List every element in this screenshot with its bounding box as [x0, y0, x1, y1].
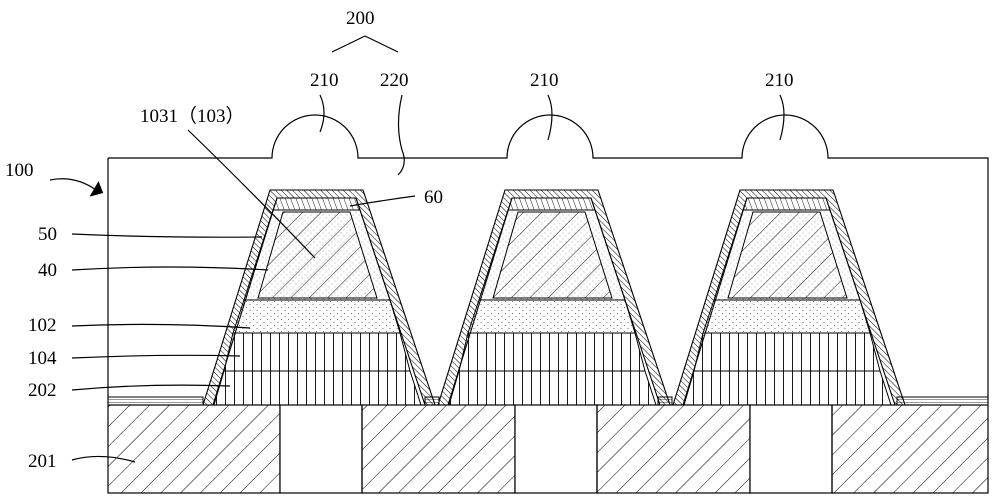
structure-1 — [202, 189, 436, 406]
structure-3 — [672, 189, 906, 406]
layer-202 — [448, 370, 657, 406]
structure-2 — [437, 189, 671, 406]
led-structures — [202, 189, 906, 406]
arrow-head-100 — [89, 181, 104, 197]
top-layer-60 — [272, 197, 361, 211]
label-210-b: 210 — [530, 70, 559, 91]
layer-102 — [467, 299, 636, 334]
region-1031 — [727, 211, 848, 299]
label-104: 104 — [28, 348, 57, 369]
label-210-a: 210 — [310, 70, 339, 91]
label-50: 50 — [38, 224, 57, 245]
label-210-c: 210 — [765, 70, 794, 91]
layer-104 — [458, 332, 646, 372]
label-202: 202 — [28, 380, 57, 401]
labels: 200 210 220 210 210 1031（103） 100 60 50 … — [5, 8, 794, 472]
layer-202 — [213, 370, 422, 406]
layer-102 — [702, 299, 871, 334]
layer-104 — [693, 332, 881, 372]
label-40: 40 — [38, 260, 57, 281]
top-layer-60 — [742, 197, 831, 211]
layer-104 — [223, 332, 411, 372]
leader-lines — [49, 35, 785, 463]
region-1031 — [492, 211, 613, 299]
label-60: 60 — [424, 187, 443, 208]
label-100: 100 — [5, 160, 34, 181]
top-layer-60 — [507, 197, 596, 211]
substrate-201 — [107, 404, 989, 494]
encapsulation-layer-100 — [108, 114, 989, 404]
label-200: 200 — [346, 8, 375, 29]
layer-102 — [232, 299, 401, 334]
label-102: 102 — [28, 315, 57, 336]
label-220: 220 — [380, 70, 409, 91]
label-201: 201 — [28, 451, 57, 472]
label-1031-103: 1031（103） — [140, 105, 245, 127]
layer-202 — [683, 370, 892, 406]
